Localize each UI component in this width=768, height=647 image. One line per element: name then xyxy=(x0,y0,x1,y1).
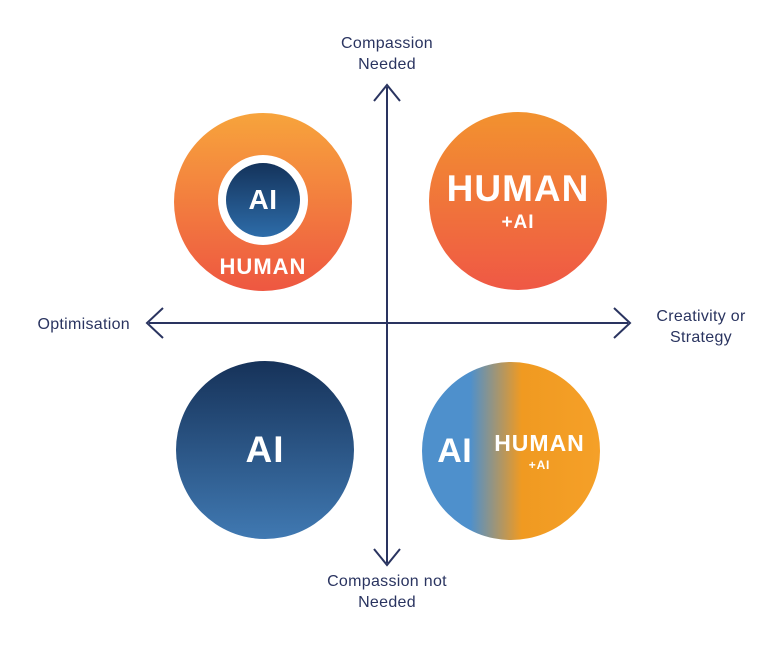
bottom-right-human-group: HUMAN +AI xyxy=(494,429,585,472)
ai-inner-circle: AI xyxy=(226,163,300,237)
top-left-human-label: HUMAN xyxy=(219,254,307,279)
axis-label-bottom: Compassion not Needed xyxy=(327,573,447,612)
top-left-ai-label: AI xyxy=(248,184,278,215)
quadrant-circle-top-left: AI HUMAN xyxy=(174,113,352,291)
arrow-right-icon xyxy=(613,307,632,339)
arrow-left-icon xyxy=(145,307,164,339)
bottom-right-human-label: HUMAN xyxy=(494,429,585,456)
axis-label-right: Creativity or Strategy xyxy=(656,308,746,347)
quadrant-circle-bottom-right: AI HUMAN +AI xyxy=(422,362,600,540)
top-right-human-label: HUMAN xyxy=(446,168,590,209)
arrow-down-icon xyxy=(373,548,401,567)
axis-label-top: Compassion Needed xyxy=(341,35,433,74)
quadrant-circle-bottom-left: AI xyxy=(176,361,354,539)
ai-ring: AI xyxy=(218,155,308,245)
top-right-plus-ai-label: +AI xyxy=(501,212,535,233)
bottom-right-ai-label: AI xyxy=(437,431,473,470)
bottom-left-ai-label: AI xyxy=(245,429,285,470)
axis-label-left: Optimisation xyxy=(37,316,130,333)
bottom-right-plus-ai-label: +AI xyxy=(528,457,551,472)
arrow-up-icon xyxy=(373,83,401,102)
quadrant-circle-top-right: HUMAN +AI xyxy=(429,112,607,290)
